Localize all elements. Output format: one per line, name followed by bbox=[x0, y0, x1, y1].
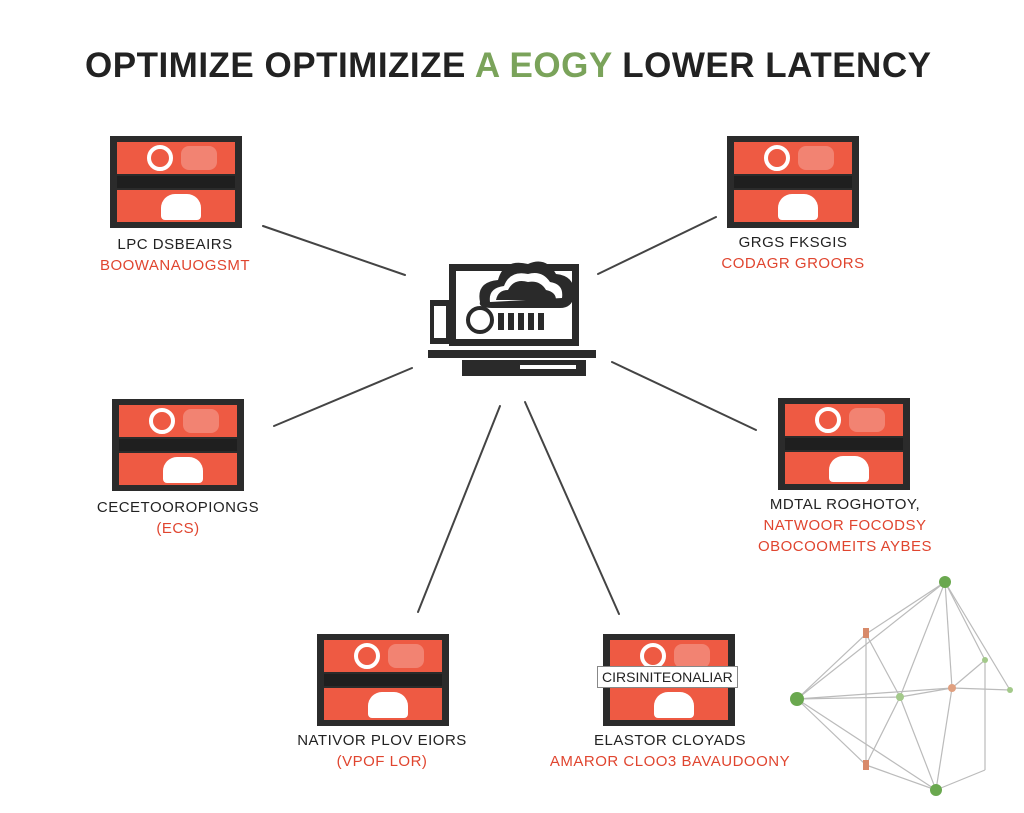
node-subtitle: NATWOOR FOCODSY bbox=[763, 517, 927, 534]
node-overlay-label: CIRSINITEONALIAR bbox=[597, 666, 738, 688]
title-part-2: LOWER LATENCY bbox=[622, 46, 932, 85]
node-title: CECETOOROPIONGS bbox=[96, 499, 260, 516]
node-title: NATIVOR PLOV EIORS bbox=[297, 732, 467, 749]
node-label-top-right: GRGS FKSGIS CODAGR GROORS bbox=[706, 232, 880, 274]
network-nodes bbox=[790, 576, 1013, 796]
node-label-top-left: LPC DSBEAIRS BOOWANAUOGSMT bbox=[90, 234, 260, 276]
node-title: ELASTOR CLOYADS bbox=[594, 732, 746, 749]
node-subtitle: CODAGR GROORS bbox=[721, 255, 865, 272]
link-mid-right bbox=[611, 361, 757, 431]
node-tile-bottom-right bbox=[603, 634, 735, 726]
cloud-laptop-icon bbox=[428, 261, 596, 376]
node-label-mid-right: MDTAL ROGHOTOY, NATWOOR FOCODSY OBOCOOME… bbox=[740, 494, 950, 557]
node-tile-bottom-left bbox=[317, 634, 449, 726]
network-graph-icon bbox=[796, 581, 1011, 791]
node-label-bottom-left: NATIVOR PLOV EIORS (VPOF LOR) bbox=[282, 730, 482, 772]
node-tile-mid-left bbox=[112, 399, 244, 491]
diagram-title: OPTIMIZE OPTIMIZIZE A EOGY LOWER LATENCY bbox=[85, 46, 931, 86]
node-title: LPC DSBEAIRS bbox=[117, 236, 233, 253]
node-tile-top-right bbox=[727, 136, 859, 228]
link-bottom-right bbox=[524, 401, 620, 615]
node-title: GRGS FKSGIS bbox=[738, 234, 848, 251]
node-subtitle: AMAROR CLOO3 BAVAUDOONY bbox=[549, 753, 791, 770]
node-subtitle: (VPOF LOR) bbox=[336, 753, 428, 770]
node-subtitle: (ECS) bbox=[156, 520, 200, 537]
node-label-bottom-right: ELASTOR CLOYADS AMAROR CLOO3 BAVAUDOONY bbox=[520, 730, 820, 772]
link-mid-left bbox=[273, 367, 413, 427]
link-top-right bbox=[597, 216, 717, 275]
link-bottom-left bbox=[417, 405, 501, 613]
node-subtitle-2: OBOCOOMEITS AYBES bbox=[757, 538, 933, 555]
node-tile-mid-right bbox=[778, 398, 910, 490]
link-top-left bbox=[262, 225, 406, 276]
title-part-1: OPTIMIZE OPTIMIZIZE bbox=[85, 46, 466, 85]
node-label-mid-left: CECETOOROPIONGS (ECS) bbox=[80, 497, 276, 539]
node-tile-top-left bbox=[110, 136, 242, 228]
node-title: MDTAL ROGHOTOY, bbox=[769, 496, 921, 513]
node-subtitle: BOOWANAUOGSMT bbox=[99, 257, 251, 274]
title-accent: A EOGY bbox=[474, 46, 613, 85]
